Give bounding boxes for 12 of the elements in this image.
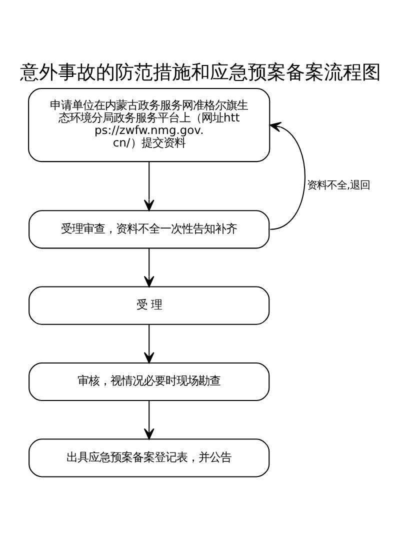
arrow [143,324,154,364]
edge-label: 资料不全,退回 [306,180,370,192]
arrow [143,400,154,440]
node-box: 申请单位在内蒙古政务服务网准格尔旗生态环境分局政务服务平台上（网址https://zwfw.nmg.gov.cn/）提交资料 [28,88,270,162]
node-box: 受理审查，资料不全一次性告知补齐 [28,210,270,249]
node-box: 受 理 [28,286,270,325]
arrow [143,248,154,288]
arrow [143,162,154,211]
arrow [269,122,305,230]
diagram-title: 意外事故的防范措施和应急预案备案流程图 [20,62,380,84]
node-box: 出具应急预案备案登记表，并公告 [28,438,270,478]
node-box: 审核，视情况必要时现场勘查 [28,362,270,402]
